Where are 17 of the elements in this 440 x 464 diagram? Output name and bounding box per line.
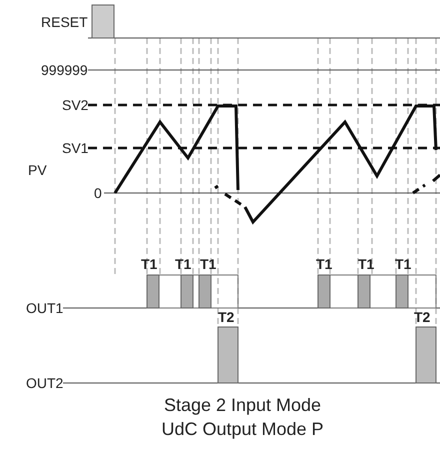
- signal-label: OUT2: [26, 375, 64, 391]
- pulse-label: T1: [175, 256, 192, 272]
- pulse-label: T1: [316, 256, 332, 272]
- signal-label: OUT1: [26, 300, 64, 316]
- pulse-label: T2: [218, 309, 234, 325]
- pulse-label: T1: [358, 256, 374, 272]
- signal-label: SV1: [62, 140, 88, 156]
- pulse-label: T1: [200, 256, 216, 272]
- signal-label: 0: [94, 185, 102, 201]
- pulse-label: T1: [395, 256, 412, 272]
- signal-label: 999999: [41, 62, 88, 78]
- signal-label: RESET: [41, 14, 88, 30]
- pulse-label: T2: [414, 309, 430, 325]
- signal-label: PV: [28, 162, 47, 178]
- caption: Stage 2 Input Mode UdC Output Mode P: [160, 394, 325, 441]
- pulse-label: T1: [141, 256, 158, 272]
- signal-label: SV2: [62, 97, 88, 113]
